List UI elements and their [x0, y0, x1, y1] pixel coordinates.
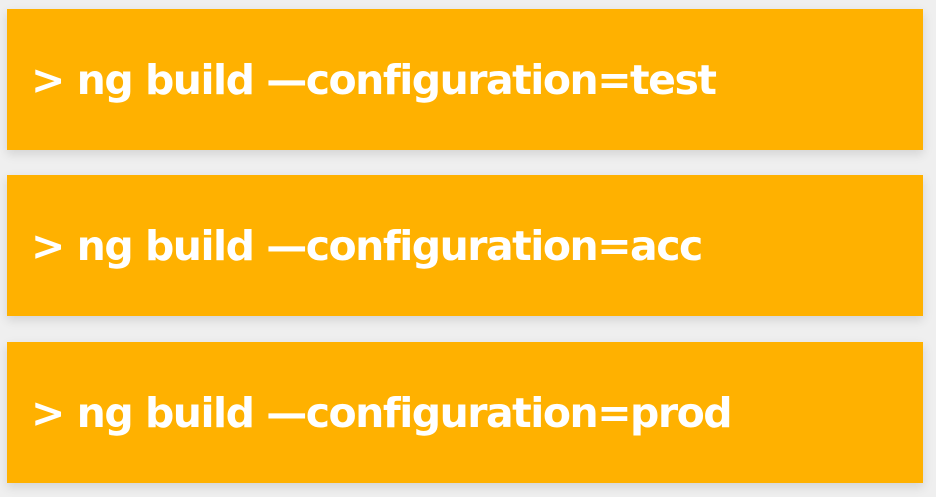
command-text-test: > ng build —configuration=test — [31, 55, 717, 104]
command-text-prod: > ng build —configuration=prod — [31, 388, 733, 437]
command-block-prod: > ng build —configuration=prod — [7, 342, 923, 483]
command-block-test: > ng build —configuration=test — [7, 9, 923, 150]
command-text-acc: > ng build —configuration=acc — [31, 221, 703, 270]
command-block-acc: > ng build —configuration=acc — [7, 175, 923, 316]
